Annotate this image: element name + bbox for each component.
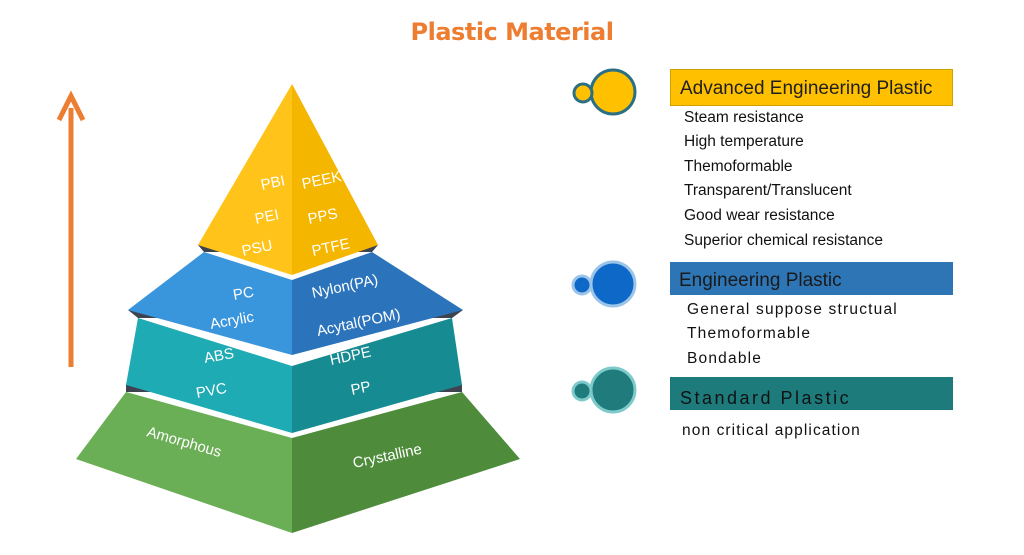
- pyramid-base-tier: [76, 392, 520, 533]
- label-pvc: PVC: [195, 380, 228, 402]
- engineering-feature: General suppose structual: [687, 301, 898, 318]
- engineering-bubble-icon: [571, 260, 637, 308]
- engineering-feature: Bondable: [687, 350, 763, 367]
- pyramid-advanced-tier: [198, 84, 378, 275]
- advanced-feature: Steam resistance: [684, 109, 804, 126]
- advanced-feature: Superior chemical resistance: [684, 232, 884, 249]
- standard-plastic-header: Standard Plastic: [670, 377, 953, 410]
- pyramid-standard-tier: [126, 318, 462, 433]
- label-pp: PP: [349, 378, 372, 399]
- up-arrow-icon: [56, 90, 86, 367]
- engineering-plastic-header: Engineering Plastic: [670, 262, 953, 295]
- pyramid-engineering-tier: [128, 252, 463, 355]
- label-pbi: PBI: [259, 172, 286, 194]
- standard-bubble-icon: [571, 366, 637, 414]
- engineering-feature: Themoformable: [687, 325, 812, 342]
- label-abs: ABS: [203, 345, 236, 367]
- advanced-feature: High temperature: [684, 133, 804, 150]
- advanced-feature: Transparent/Translucent: [684, 182, 852, 199]
- diagram-title: Plastic Material: [410, 18, 614, 46]
- advanced-feature: Themoformable: [684, 158, 793, 175]
- standard-feature: non critical application: [682, 422, 861, 439]
- label-pc: PC: [232, 284, 256, 304]
- label-pei: PEI: [253, 206, 280, 228]
- label-psu: PSU: [240, 237, 274, 260]
- advanced-plastic-header: Advanced Engineering Plastic: [670, 69, 953, 106]
- advanced-feature: Good wear resistance: [684, 207, 835, 224]
- advanced-bubble-icon: [572, 68, 637, 116]
- label-pps: PPS: [306, 205, 339, 228]
